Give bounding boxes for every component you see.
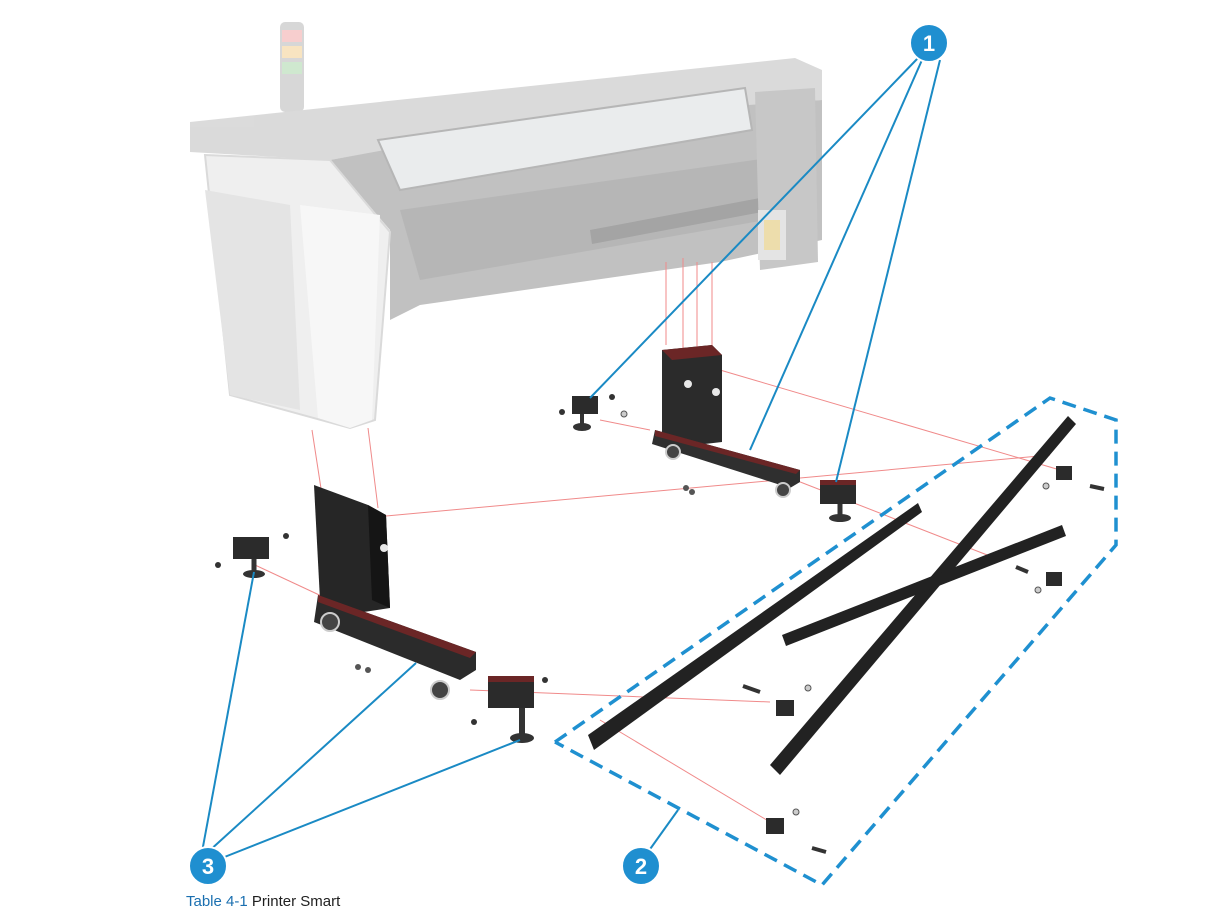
- upper-stand: [559, 345, 856, 522]
- callout-2: 2: [621, 846, 661, 886]
- cross-brace-kit: [554, 396, 1118, 888]
- callout-leader-lines: [201, 57, 941, 859]
- callout-1: 1: [909, 23, 949, 63]
- upper-foot-right: [820, 480, 856, 522]
- printer-body: [190, 22, 822, 430]
- svg-text:3: 3: [202, 854, 214, 879]
- figure-caption: Table 4-1 Printer Smart: [186, 893, 340, 910]
- svg-text:1: 1: [923, 31, 935, 56]
- callout-3: 3: [188, 846, 228, 886]
- caption-text: Printer Smart: [251, 893, 341, 910]
- kit-outline: [554, 396, 1118, 888]
- svg-text:2: 2: [635, 854, 647, 879]
- lower-foot-right: [471, 676, 548, 743]
- lower-stand: [215, 485, 548, 743]
- upper-foot-left: [572, 396, 598, 431]
- status-beacon: [280, 22, 304, 112]
- lower-foot-left: [215, 533, 289, 578]
- caption-label: Table 4-1: [186, 893, 248, 910]
